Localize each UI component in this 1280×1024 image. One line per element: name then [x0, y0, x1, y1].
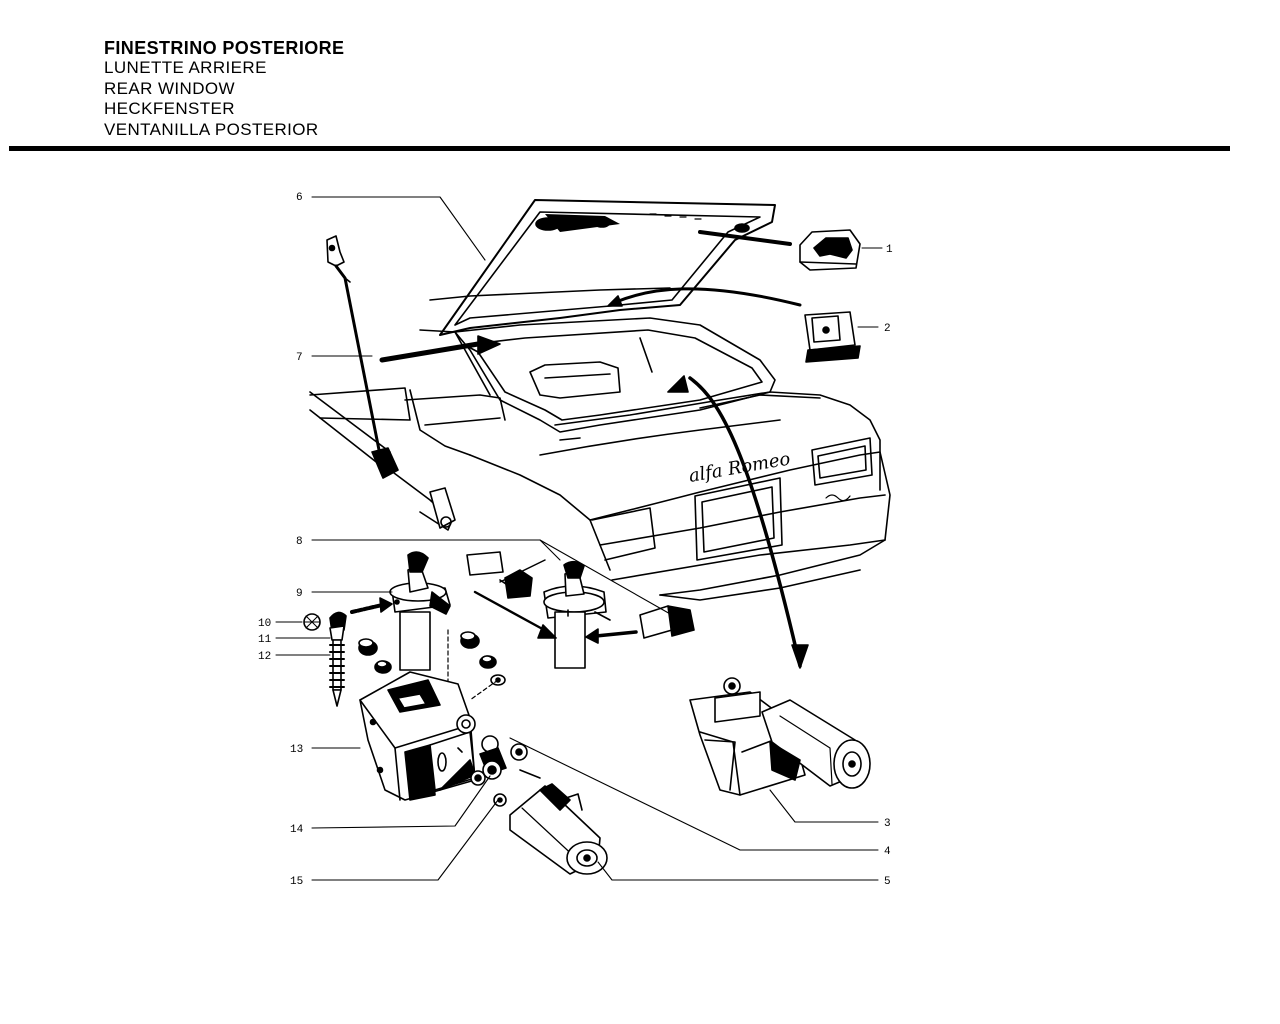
callout-10: 10: [258, 618, 271, 630]
part-13-mounting-bracket: [359, 671, 476, 801]
part-3-wiper-motor-assembly: [689, 677, 871, 796]
callout-13: 13: [290, 744, 303, 756]
car-body-illustration: alfa Romeo: [309, 287, 891, 601]
title-german: HECKFENSTER: [104, 99, 235, 119]
part-1-lock-striker: [799, 229, 861, 271]
title-block: FINESTRINO POSTERIORE LUNETTE ARRIERE RE…: [104, 38, 344, 140]
callout-12: 12: [258, 651, 271, 663]
part-5-wiper-motor: [509, 783, 608, 875]
part-9-wiper-pivot: [389, 551, 451, 671]
callout-4: 4: [884, 846, 891, 858]
callout-15: 15: [290, 876, 303, 888]
title-spanish: VENTANILLA POSTERIOR: [104, 119, 319, 139]
callout-8: 8: [296, 536, 303, 548]
callout-5: 5: [884, 876, 891, 888]
callout-leaders: [275, 196, 883, 881]
callout-11: 11: [258, 634, 272, 646]
callout-14: 14: [290, 824, 304, 836]
part-2-hinge: [804, 311, 861, 363]
parts-4-14-15-drive-components: [456, 714, 541, 807]
gas-strut: [309, 235, 456, 531]
callout-2: 2: [884, 323, 891, 335]
part-8-wiper-pivot-variant: [466, 551, 695, 669]
title-french: LUNETTE ARRIERE: [104, 58, 267, 78]
callout-labels: 1 2 3 4 5 6 7 8 9 10 11 12 13 14 15: [258, 192, 893, 888]
callout-7: 7: [296, 352, 303, 364]
rear-window-glass: [439, 199, 776, 336]
parts-10-11-12-spindle: [303, 611, 347, 707]
callout-3: 3: [884, 818, 891, 830]
callout-9: 9: [296, 588, 303, 600]
callout-6: 6: [296, 192, 303, 204]
title-italian: FINESTRINO POSTERIORE: [104, 38, 345, 58]
header-rule: [9, 146, 1230, 151]
pointer-arrows: [379, 230, 809, 669]
title-english: REAR WINDOW: [104, 78, 235, 98]
callout-1: 1: [886, 244, 893, 256]
